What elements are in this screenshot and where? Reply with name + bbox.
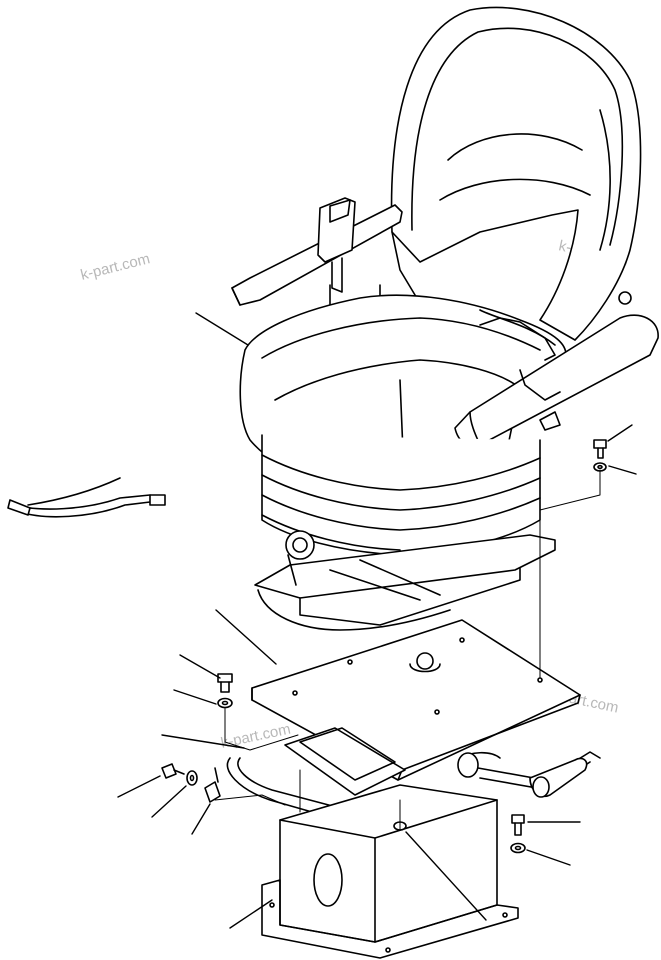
washer-icon: [593, 462, 607, 472]
suspension-base: [254, 530, 556, 631]
seat-backrest: [390, 6, 642, 341]
watermark-text: k-part.com: [79, 250, 152, 284]
bolt-icon: [161, 763, 185, 779]
bolt-icon: [511, 814, 525, 836]
seat-belt-buckle: [317, 197, 356, 293]
washer-icon: [217, 697, 233, 709]
wire-harness: [7, 477, 166, 518]
suspension-bellows: [261, 434, 541, 556]
slide-rail-handle: [457, 751, 601, 798]
washer-icon: [186, 770, 198, 786]
washer-icon: [510, 842, 526, 854]
bolt-icon: [593, 439, 607, 459]
assembly-guide-lines: [214, 469, 601, 831]
leader-lines: [117, 312, 637, 929]
watermark-text: k-part.com: [219, 721, 292, 752]
bolt-icon: [217, 673, 233, 693]
clip-icon: [204, 767, 221, 803]
base-box: [261, 784, 519, 959]
